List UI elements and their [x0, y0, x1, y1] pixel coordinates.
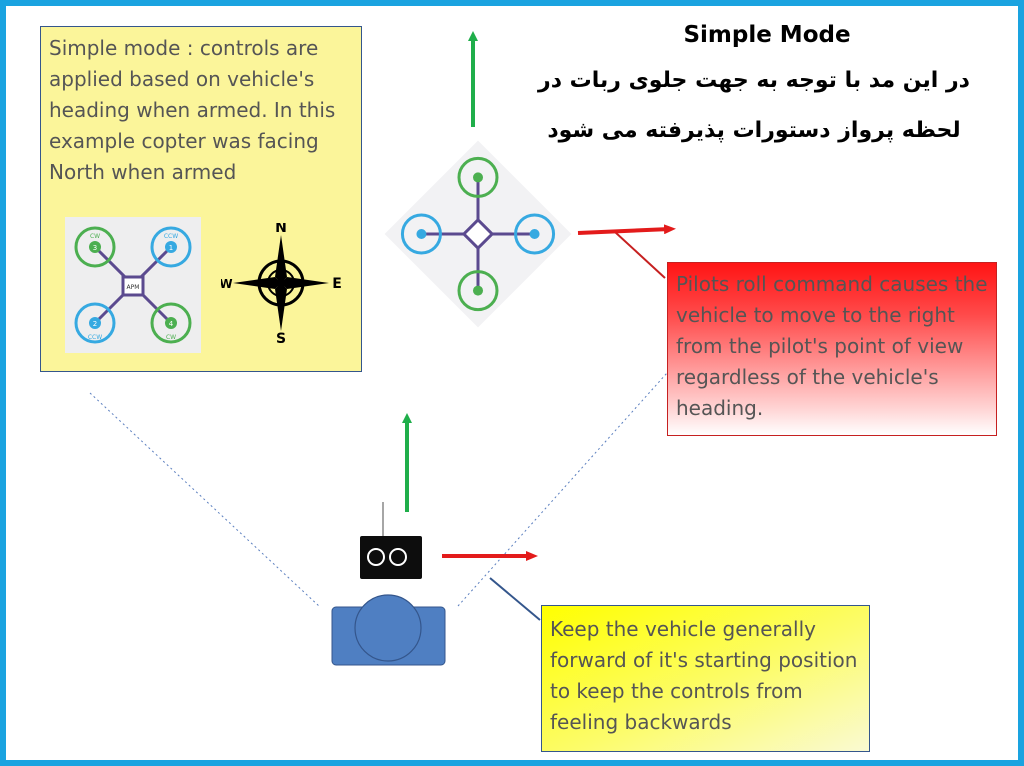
motor-4: 4 CW	[150, 302, 192, 344]
transmitter	[360, 502, 422, 579]
persian-caption-line-1: در این مد با توجه به جهت جلوی ربات در	[538, 68, 970, 93]
compass-north: N	[275, 223, 287, 236]
compass-west: W	[221, 277, 233, 291]
motor-1: 1 CCW	[150, 226, 192, 268]
roll-callout-line	[614, 231, 666, 279]
motor-2: 2 CCW	[74, 302, 116, 344]
svg-text:CW: CW	[90, 233, 100, 240]
copter-quad-diagram: APM 3 CW 1 CCW 2 CCW 4	[65, 217, 201, 353]
svg-text:4: 4	[169, 320, 174, 328]
copter-top-diagram	[384, 140, 572, 328]
sightline-left	[89, 392, 321, 608]
roll-arrow-copter	[577, 224, 676, 235]
motor-3: 3 CW	[74, 226, 116, 268]
persian-caption-line-2: لحظه پرواز دستورات پذیرفته می شود	[547, 118, 961, 143]
svg-text:2: 2	[93, 320, 97, 328]
simple-mode-note: Simple mode : controls are applied based…	[40, 26, 362, 372]
svg-text:1: 1	[169, 244, 173, 252]
keep-forward-note: Keep the vehicle generally forward of it…	[541, 605, 870, 752]
compass-south: S	[276, 331, 286, 343]
copter-center-label: APM	[127, 284, 140, 291]
svg-text:3: 3	[93, 244, 97, 252]
keep-callout-line	[489, 577, 541, 621]
roll-command-note: Pilots roll command causes the vehicle t…	[667, 262, 997, 436]
compass-east: E	[332, 276, 341, 292]
compass-rose-icon: N S E W	[221, 223, 341, 343]
svg-text:CCW: CCW	[164, 233, 178, 240]
keep-forward-text: Keep the vehicle generally forward of it…	[550, 617, 858, 734]
svg-text:CCW: CCW	[88, 334, 102, 341]
page-title: Simple Mode	[683, 22, 851, 48]
svg-text:CW: CW	[166, 334, 176, 341]
sightline-right	[457, 372, 668, 607]
simple-mode-text: Simple mode : controls are applied based…	[49, 36, 336, 184]
roll-command-text: Pilots roll command causes the vehicle t…	[676, 272, 988, 420]
pilot-figure	[331, 594, 446, 666]
